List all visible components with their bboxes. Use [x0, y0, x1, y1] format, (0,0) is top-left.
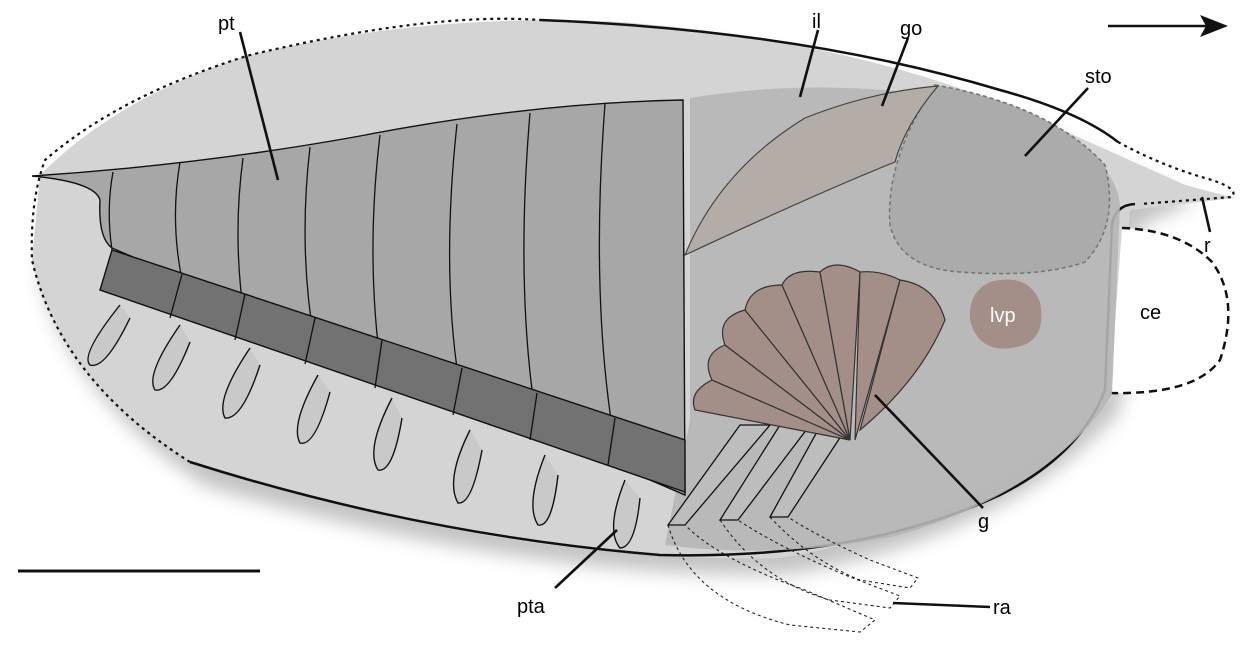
label-pta: pta — [517, 596, 546, 618]
label-il: il — [812, 11, 821, 33]
label-lvp: lvp — [990, 305, 1016, 327]
label-ce: ce — [1140, 302, 1161, 324]
label-go: go — [900, 18, 922, 40]
right-arrow-icon — [1108, 15, 1228, 37]
label-r: r — [1204, 235, 1211, 257]
label-sto: sto — [1085, 66, 1112, 88]
stomach — [890, 85, 1110, 274]
label-g: g — [978, 511, 989, 533]
label-ra: ra — [993, 597, 1012, 619]
label-pt: pt — [218, 13, 235, 35]
